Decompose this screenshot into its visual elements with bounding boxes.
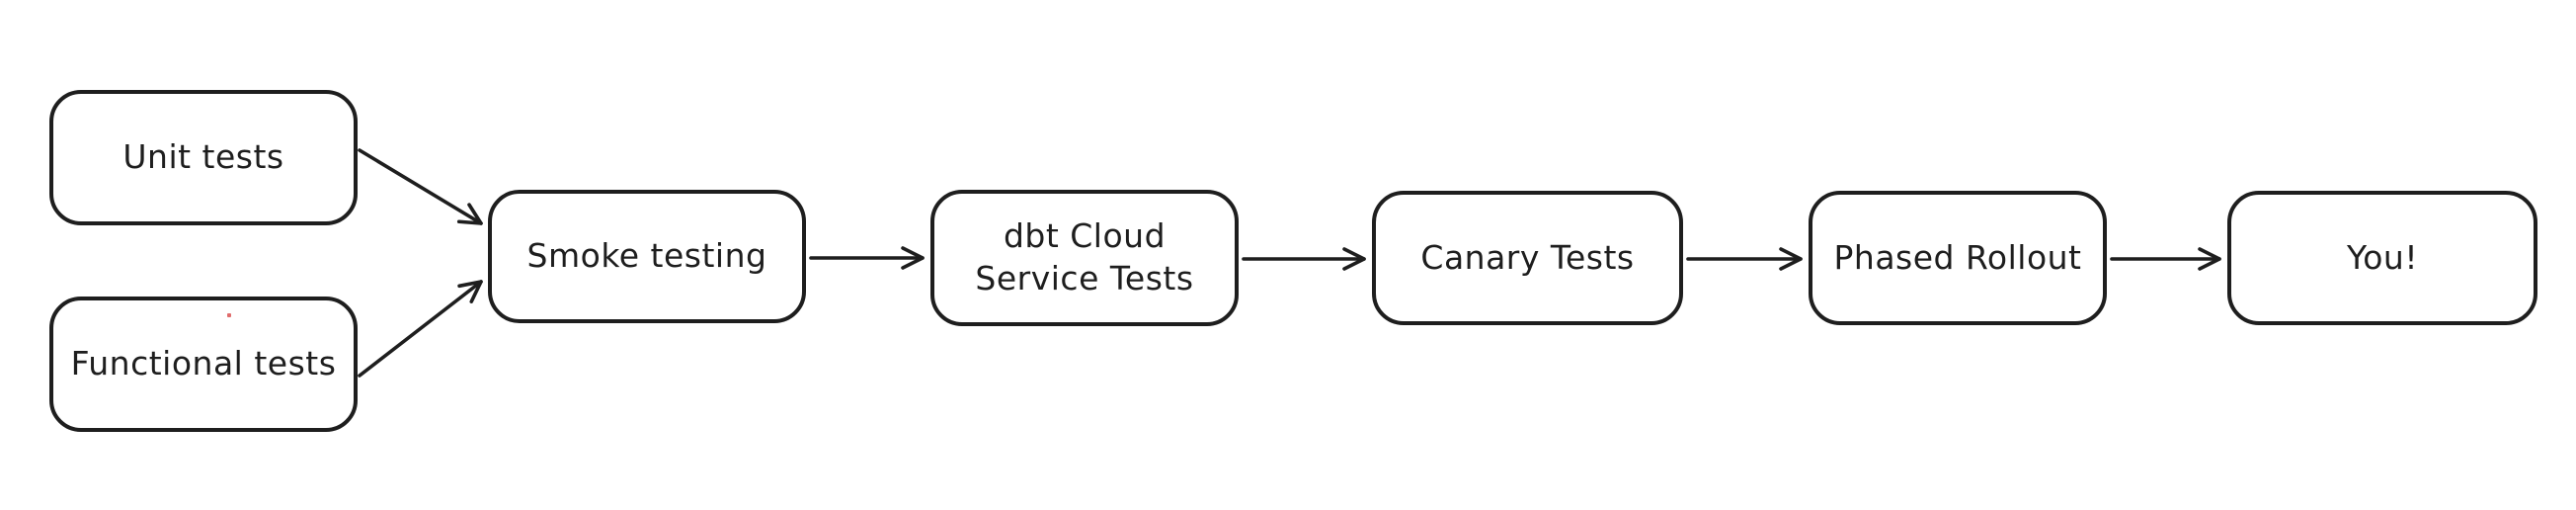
node-functional-tests-label: Functional tests	[70, 344, 337, 383]
edge-unit-tests-to-smoke-testing-arrow	[358, 148, 483, 225]
node-dbt-cloud-service-tests-label: dbt Cloud Service Tests	[975, 216, 1194, 298]
node-you: You!	[2227, 191, 2537, 325]
node-smoke-testing-label: Smoke testing	[526, 236, 767, 276]
stray-red-mark	[227, 313, 231, 317]
node-functional-tests: Functional tests	[49, 297, 358, 432]
node-unit-tests: Unit tests	[49, 90, 358, 225]
node-canary-tests-label: Canary Tests	[1420, 237, 1635, 277]
edge-functional-tests-to-smoke-testing-arrow	[358, 280, 483, 378]
node-unit-tests-label: Unit tests	[122, 137, 284, 177]
node-you-label: You!	[2346, 237, 2419, 277]
node-phased-rollout-label: Phased Rollout	[1833, 237, 2082, 277]
node-canary-tests: Canary Tests	[1372, 191, 1683, 325]
node-dbt-cloud-service-tests: dbt Cloud Service Tests	[930, 190, 1239, 326]
node-phased-rollout: Phased Rollout	[1809, 191, 2107, 325]
node-smoke-testing: Smoke testing	[488, 190, 806, 323]
